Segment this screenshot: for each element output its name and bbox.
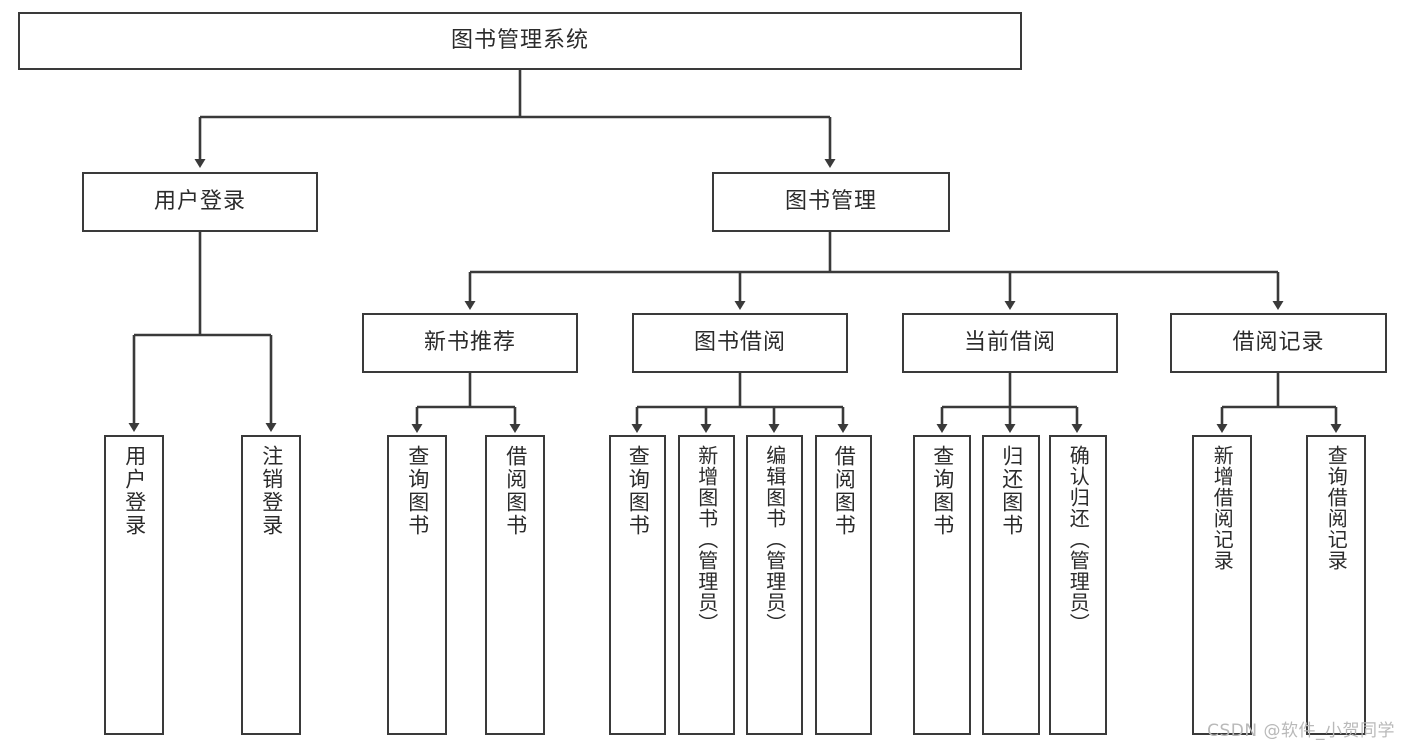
node-label: 借阅记录 [1232,330,1325,355]
leaf-book-borrow-edit-book-admin[interactable]: 编辑图书（管理员） [746,435,803,735]
leaf-book-borrow-borrow-book[interactable]: 借阅图书 [815,435,872,735]
leaf-label: 查询图书 [626,445,651,537]
leaf-current-borrow-query-book[interactable]: 查询图书 [913,435,971,735]
leaf-label: 新增借阅记录 [1210,445,1235,571]
leaf-new-book-query-book[interactable]: 查询图书 [387,435,447,735]
leaf-label: 查询图书 [930,445,955,537]
leaf-label: 查询借阅记录 [1324,445,1349,571]
node-user-login[interactable]: 用户登录 [82,172,318,232]
leaf-borrow-record-add-record[interactable]: 新增借阅记录 [1192,435,1252,735]
node-label: 图书借阅 [693,330,786,355]
csdn-watermark: CSDN @软件_小贺同学 [1207,721,1395,741]
node-label: 新书推荐 [423,330,516,355]
node-label: 当前借阅 [963,330,1056,355]
leaf-label: 编辑图书（管理员） [762,445,787,634]
node-label: 图书管理系统 [450,28,589,53]
leaf-label: 确认归还（管理员） [1066,445,1091,634]
leaf-book-borrow-query-book[interactable]: 查询图书 [609,435,666,735]
leaf-current-borrow-return-book[interactable]: 归还图书 [982,435,1040,735]
leaf-new-book-borrow-book[interactable]: 借阅图书 [485,435,545,735]
node-book-management[interactable]: 图书管理 [712,172,950,232]
leaf-user-login-login[interactable]: 用户登录 [104,435,164,735]
node-book-borrow[interactable]: 图书借阅 [632,313,848,373]
leaf-label: 归还图书 [999,445,1024,537]
node-root-book-management-system[interactable]: 图书管理系统 [18,12,1022,70]
node-new-book-recommend[interactable]: 新书推荐 [362,313,578,373]
leaf-label: 查询图书 [405,445,430,537]
leaf-book-borrow-add-book-admin[interactable]: 新增图书（管理员） [678,435,735,735]
node-borrow-record[interactable]: 借阅记录 [1170,313,1387,373]
leaf-label: 注销登录 [259,445,284,537]
node-label: 用户登录 [153,189,246,214]
leaf-borrow-record-query-record[interactable]: 查询借阅记录 [1306,435,1366,735]
leaf-label: 借阅图书 [503,445,528,537]
leaf-label: 用户登录 [122,445,147,537]
leaf-label: 新增图书（管理员） [694,445,719,634]
leaf-label: 借阅图书 [832,445,857,537]
leaf-current-borrow-confirm-return-admin[interactable]: 确认归还（管理员） [1049,435,1107,735]
node-label: 图书管理 [784,189,877,214]
leaf-user-login-logout[interactable]: 注销登录 [241,435,301,735]
node-current-borrow[interactable]: 当前借阅 [902,313,1118,373]
